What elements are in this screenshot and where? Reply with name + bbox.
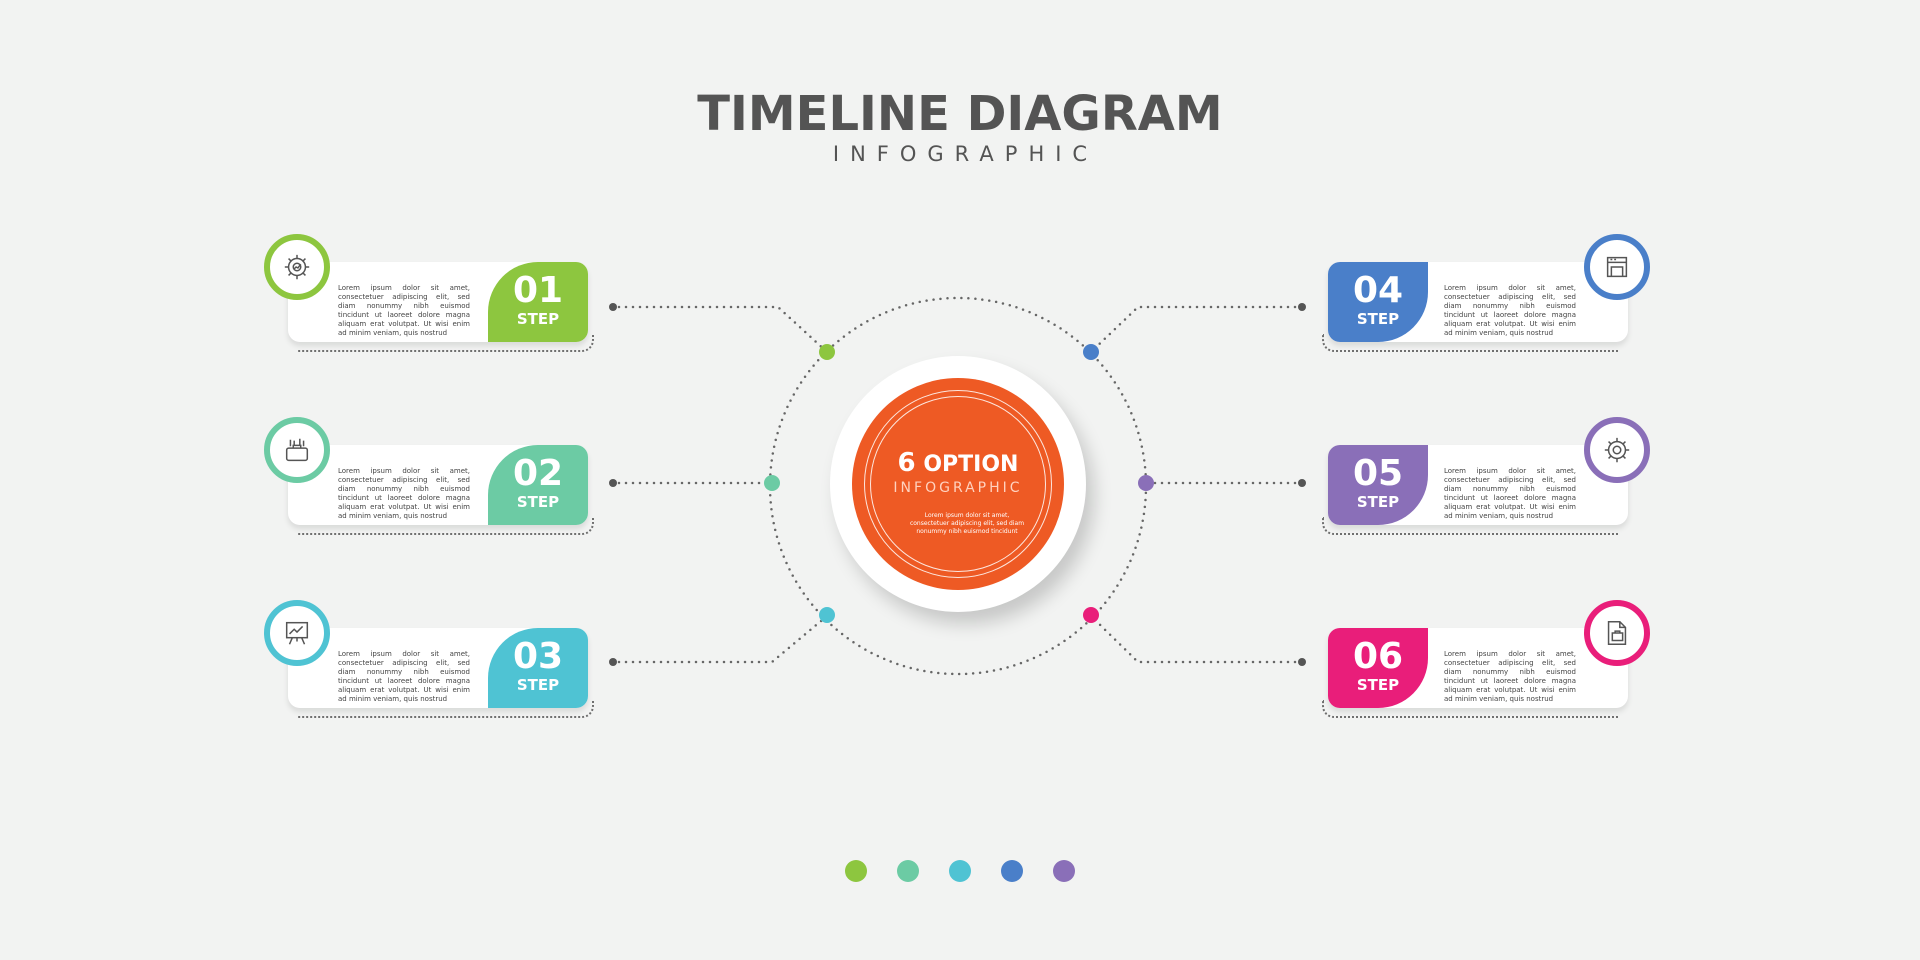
step-badge-06: 06 STEP [1328, 628, 1428, 708]
connector-end-dot [609, 303, 617, 311]
legend-dot-1 [845, 860, 867, 882]
step-description: Lorem ipsum dolor sit amet, consectetuer… [1444, 467, 1576, 520]
circle-node-05 [1138, 475, 1154, 491]
step-card-05: 05 STEP Lorem ipsum dolor sit amet, cons… [1322, 445, 1628, 535]
circle-node-02 [764, 475, 780, 491]
step-card-01: Lorem ipsum dolor sit amet, consectetuer… [288, 262, 594, 352]
presentation-board-icon [285, 621, 309, 645]
step-card-02: Lorem ipsum dolor sit amet, consectetuer… [288, 445, 594, 535]
step-description: Lorem ipsum dolor sit amet, consectetuer… [338, 650, 470, 703]
step-badge-01: 01 STEP [488, 262, 588, 342]
step-number: 03 [512, 636, 564, 677]
step-description: Lorem ipsum dolor sit amet, consectetuer… [1444, 284, 1576, 337]
step-icon-ring-03 [264, 600, 330, 666]
circle-node-03 [819, 607, 835, 623]
page-subtitle: INFOGRAPHIC [832, 142, 1099, 166]
step-icon-ring-05 [1584, 417, 1650, 483]
step-card-03: Lorem ipsum dolor sit amet, consectetuer… [288, 628, 594, 718]
center-ring [864, 390, 1052, 578]
page-title: TIMELINE DIAGRAM [697, 86, 1223, 142]
step-badge-03: 03 STEP [488, 628, 588, 708]
center-subtitle: INFOGRAPHIC [893, 480, 1023, 496]
step-label: STEP [516, 676, 560, 694]
step-badge-05: 05 STEP [1328, 445, 1428, 525]
step-icon-ring-06 [1584, 600, 1650, 666]
document-briefcase-icon [1607, 621, 1627, 645]
gear-growth-icon [1604, 437, 1630, 463]
legend-dot-5 [1053, 860, 1075, 882]
step-icon-ring-04 [1584, 234, 1650, 300]
center-ring [870, 396, 1046, 572]
step-card-04: 04 STEP Lorem ipsum dolor sit amet, cons… [1322, 262, 1628, 352]
step-icon-ring-02 [264, 417, 330, 483]
step-number: 01 [512, 270, 564, 311]
step-number: 04 [1352, 270, 1404, 311]
step-label: STEP [1356, 493, 1400, 511]
circle-node-04 [1083, 344, 1099, 360]
circle-node-06 [1083, 607, 1099, 623]
gear-growth-icon [284, 254, 310, 280]
center-number: 6 [897, 448, 916, 478]
step-number: 06 [1352, 636, 1404, 677]
connector-end-dot [1298, 479, 1306, 487]
center-description: Lorem ipsum dolor sit amet, consectetuer… [909, 512, 1025, 535]
step-card-06: 06 STEP Lorem ipsum dolor sit amet, cons… [1322, 628, 1628, 718]
step-label: STEP [1356, 310, 1400, 328]
step-description: Lorem ipsum dolor sit amet, consectetuer… [338, 284, 470, 337]
step-label: STEP [516, 310, 560, 328]
storefront-icon [1606, 256, 1628, 278]
legend-dot-4 [1001, 860, 1023, 882]
legend-dot-2 [897, 860, 919, 882]
step-number: 02 [512, 453, 564, 494]
step-icon-ring-01 [264, 234, 330, 300]
connector-end-dot [1298, 303, 1306, 311]
step-label: STEP [1356, 676, 1400, 694]
step-number: 05 [1352, 453, 1404, 494]
step-label: STEP [516, 493, 560, 511]
step-description: Lorem ipsum dolor sit amet, consectetuer… [1444, 650, 1576, 703]
step-badge-04: 04 STEP [1328, 262, 1428, 342]
briefcase-tools-icon [285, 438, 309, 462]
legend-dot-3 [949, 860, 971, 882]
center-title-text: OPTION [923, 452, 1019, 477]
connector-end-dot [1298, 658, 1306, 666]
circle-node-01 [819, 344, 835, 360]
connector-end-dot [609, 479, 617, 487]
step-badge-02: 02 STEP [488, 445, 588, 525]
center-title: 6 OPTION [852, 448, 1064, 478]
connector-end-dot [609, 658, 617, 666]
step-description: Lorem ipsum dolor sit amet, consectetuer… [338, 467, 470, 520]
